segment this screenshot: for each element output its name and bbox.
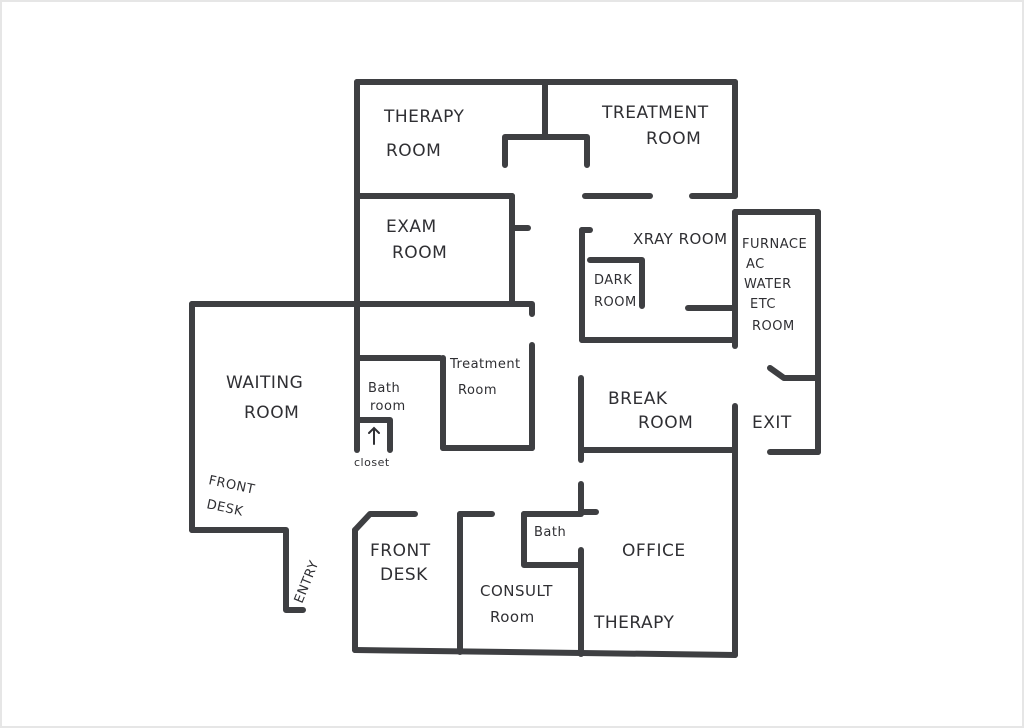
treatment-small-label-2: Room <box>458 383 497 398</box>
utility-room-label-5: ROOM <box>752 319 795 334</box>
closet-label: closet <box>354 456 390 469</box>
walls <box>189 79 821 658</box>
wall-bath-small <box>521 511 584 568</box>
front-desk-waiting-label-2: DESK <box>205 497 244 519</box>
treatment-room-label-1: TREATMENT <box>601 103 709 123</box>
wall-darkroom <box>587 257 645 309</box>
consult-room-label-2: Room <box>490 608 535 626</box>
consult-room-label-1: CONSULT <box>480 582 553 600</box>
front-desk-label-1: FRONT <box>370 541 431 561</box>
wall-bottom <box>352 647 738 658</box>
dark-room-label-1: DARK <box>594 273 632 288</box>
therapy-label: THERAPY <box>593 613 675 633</box>
utility-room-label-2: AC <box>746 257 765 272</box>
wall-waiting-top <box>189 301 535 317</box>
exit-label: EXIT <box>752 413 792 433</box>
therapy-room-label-1: THERAPY <box>383 107 465 127</box>
waiting-room-label-2: ROOM <box>244 403 299 423</box>
office-label: OFFICE <box>622 541 686 561</box>
utility-room-label-1: FURNACE <box>742 237 807 252</box>
waiting-room-label-1: WAITING <box>226 373 303 393</box>
utility-room-label-3: WATER <box>744 277 792 292</box>
wall-office-upper <box>578 481 599 515</box>
wall-utility-door <box>767 365 821 381</box>
front-desk-label-2: DESK <box>380 565 428 585</box>
bathroom-label-2: room <box>370 399 406 414</box>
entry-label: ENTRY <box>292 559 323 606</box>
room-labels: THERAPY ROOM TREATMENT ROOM EXAM ROOM XR… <box>205 103 807 633</box>
exam-room-label-1: EXAM <box>386 217 437 237</box>
wall-front-desk-top <box>352 511 418 533</box>
bathroom-label-1: Bath <box>368 381 400 396</box>
dark-room-label-2: ROOM <box>594 295 637 310</box>
exam-room-label-2: ROOM <box>392 243 447 263</box>
xray-room-label: XRAY ROOM <box>633 230 728 248</box>
wall-waiting-bottom <box>189 527 306 613</box>
treatment-room-label-2: ROOM <box>646 129 701 149</box>
wall-divider-frame <box>502 134 590 168</box>
treatment-small-label-1: Treatment <box>449 357 521 372</box>
front-desk-waiting-label-1: FRONT <box>207 473 256 497</box>
bath-label: Bath <box>534 525 566 540</box>
closet-arrow-icon <box>368 426 380 445</box>
therapy-room-label-2: ROOM <box>386 141 441 161</box>
wall-closet <box>354 417 393 453</box>
break-room-label-1: BREAK <box>608 389 668 409</box>
break-room-label-2: ROOM <box>638 413 693 433</box>
utility-room-label-4: ETC <box>750 297 776 312</box>
